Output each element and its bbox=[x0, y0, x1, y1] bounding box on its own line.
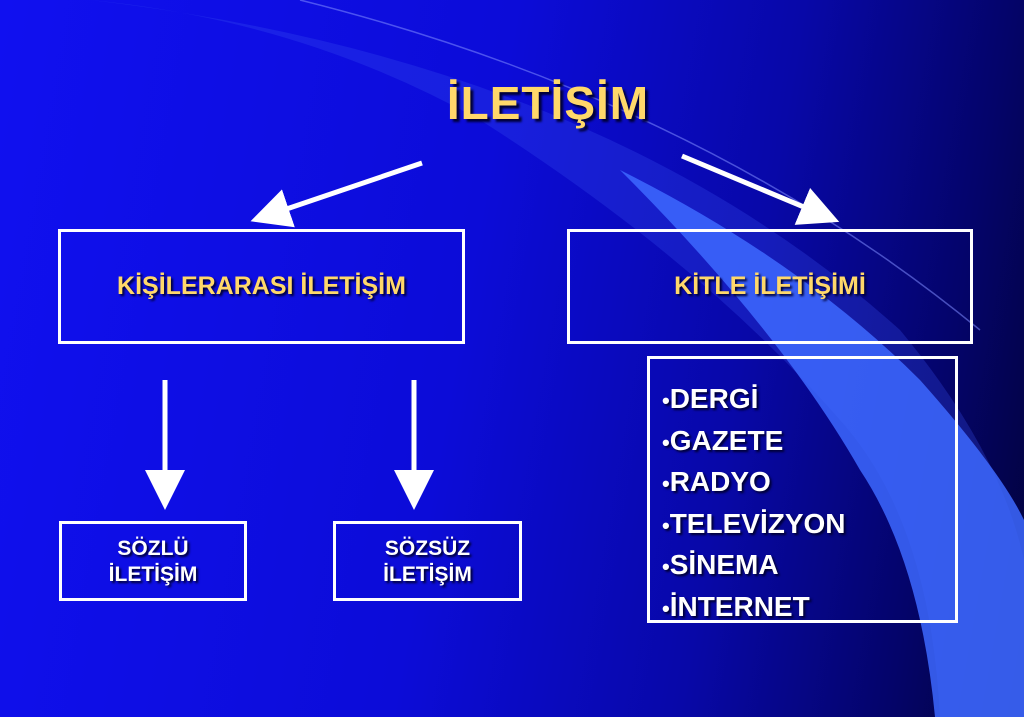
mass-communication-box: KİTLE İLETİŞİMİ bbox=[567, 229, 973, 344]
mass-communication-label: KİTLE İLETİŞİMİ bbox=[674, 272, 866, 300]
interpersonal-communication-box: KİŞİLERARASI İLETİŞİM bbox=[58, 229, 465, 344]
media-item-cinema: SİNEMA bbox=[662, 545, 846, 587]
verbal-communication-label-line2: İLETİŞİM bbox=[108, 563, 198, 586]
verbal-communication-box: SÖZLÜ İLETİŞİM bbox=[59, 521, 247, 601]
interpersonal-communication-label: KİŞİLERARASI İLETİŞİM bbox=[117, 272, 406, 300]
mass-media-list: DERGİ GAZETE RADYO TELEVİZYON SİNEMA İNT… bbox=[662, 379, 846, 628]
media-item-newspaper: GAZETE bbox=[662, 421, 846, 463]
nonverbal-communication-box: SÖZSÜZ İLETİŞİM bbox=[333, 521, 522, 601]
verbal-communication-label-line1: SÖZLÜ bbox=[117, 537, 189, 560]
media-item-internet: İNTERNET bbox=[662, 587, 846, 629]
media-item-television: TELEVİZYON bbox=[662, 504, 846, 546]
nonverbal-communication-label-line1: SÖZSÜZ bbox=[384, 537, 471, 560]
media-item-radio: RADYO bbox=[662, 462, 846, 504]
mass-media-list-box: DERGİ GAZETE RADYO TELEVİZYON SİNEMA İNT… bbox=[647, 356, 958, 623]
nonverbal-communication-label-line2: İLETİŞİM bbox=[383, 563, 472, 586]
media-item-magazine: DERGİ bbox=[662, 379, 846, 421]
page-title: İLETİŞİM bbox=[446, 77, 650, 129]
